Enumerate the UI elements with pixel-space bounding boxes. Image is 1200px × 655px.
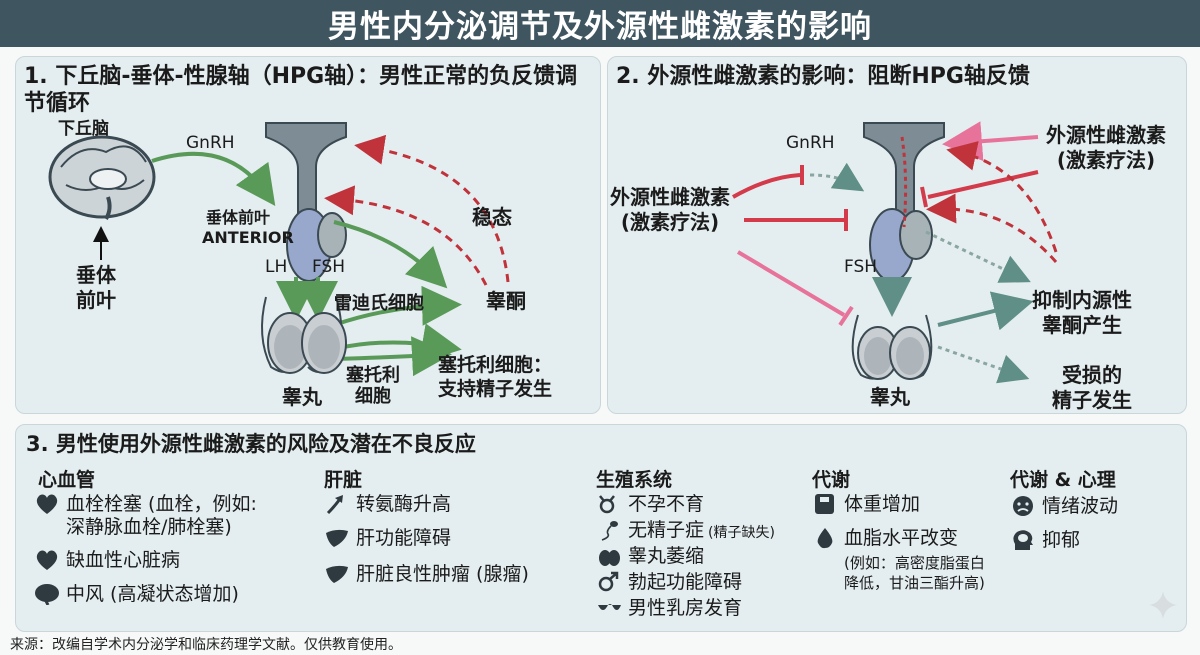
category-reproductive: 生殖系统 xyxy=(596,469,673,491)
breast-icon xyxy=(598,604,621,610)
risk-item: 体重增加 xyxy=(812,493,920,516)
testis-to-suppress-arrow xyxy=(937,291,1034,331)
testis-icon xyxy=(261,296,347,374)
category-cardiovascular: 心血管 xyxy=(38,469,96,491)
lipid-note: (例如：高密度脂蛋白 降低，甘油三酯升高) xyxy=(844,554,985,592)
fsh-label: FSH xyxy=(844,257,878,277)
risk-item: 肝脏良性肿瘤 (腺瘤) xyxy=(324,563,529,586)
risk-item: 不孕不育 xyxy=(596,493,704,516)
male-icon xyxy=(598,571,619,592)
risk-item: 转氨酶升高 xyxy=(324,493,451,516)
risk-item: 肝功能障碍 xyxy=(324,527,451,550)
liver-icon xyxy=(326,529,348,547)
sertoli-arrow xyxy=(333,336,452,377)
risk-item: 情绪波动 xyxy=(1010,495,1118,518)
testis-label: 睾丸 xyxy=(282,385,322,409)
right-block-bar xyxy=(920,186,928,208)
gnrh-arrow xyxy=(151,151,276,207)
feedback-pituitary-arrow xyxy=(926,193,1058,263)
panel-risks: 3. 男性使用外源性雌激素的风险及潜在不良反应 心血管 血栓栓塞 (血栓，例如:… xyxy=(15,424,1187,632)
panel-estrogen-impact: 2. 外源性雌激素的影响：阻断HPG轴反馈 GnRH 外源性雌激素 (激素疗法)… xyxy=(607,56,1187,414)
risk-item: 抑郁 xyxy=(1010,529,1080,552)
risk-item: 勃起功能障碍 xyxy=(596,571,742,594)
sperm-icon xyxy=(601,521,618,541)
category-metabolic-psych: 代谢 & 心理 xyxy=(1010,469,1116,491)
heart-icon xyxy=(36,494,58,514)
testis-to-testosterone-arrow xyxy=(333,285,462,327)
risk-item: 血栓栓塞 (血栓，例如: 深静脉血栓/肺栓塞) xyxy=(34,493,257,539)
impaired-spermatogenesis-label: 受损的 精子发生 xyxy=(1052,363,1132,412)
risk-item: 无精子症 (精子缺失) xyxy=(596,519,775,545)
heart-icon xyxy=(36,550,58,570)
category-liver: 肝脏 xyxy=(324,469,363,491)
panel-hpg-axis: 1. 下丘脑-垂体-性腺轴（HPG轴）：男性正常的负反馈调节循环 下丘脑 GnR… xyxy=(15,56,601,414)
source-note: 来源：改编自学术内分泌学和临床药理学文献。仅供教育使用。 xyxy=(10,637,402,653)
right-block-line xyxy=(927,170,1039,199)
arrow-up-icon xyxy=(326,495,343,515)
brain-icon xyxy=(48,135,156,221)
testis-label: 睾丸 xyxy=(870,385,910,409)
sparkle-icon xyxy=(1149,591,1177,619)
panel2-title: 2. 外源性雌激素的影响：阻断HPG轴反馈 xyxy=(616,64,1030,89)
feedback-to-pituitary-arrow xyxy=(324,185,488,286)
homeostasis-label: 稳态 xyxy=(472,205,512,229)
leydig-label: 雷迪氏细胞 xyxy=(334,293,424,314)
gnrh-weakened-arrow xyxy=(809,162,865,192)
feedback-to-hypothalamus-arrow xyxy=(354,134,510,283)
feedback-hypothalamus-arrow xyxy=(946,141,1058,253)
lh-label: LH xyxy=(265,257,288,277)
scale-icon xyxy=(815,494,834,514)
hypothalamus-label: 下丘脑 xyxy=(58,119,109,139)
suppress-testosterone-label: 抑制内源性 睾酮产生 xyxy=(1032,288,1132,337)
risk-item: 中风 (高凝状态增加) xyxy=(34,583,239,606)
page-title: 男性内分泌调节及外源性雌激素的影响 xyxy=(328,9,872,45)
infertility-icon xyxy=(599,495,615,514)
drop-icon xyxy=(817,528,833,549)
risk-item: 血脂水平改变 xyxy=(812,527,958,550)
risk-item: 缺血性心脏病 xyxy=(34,549,180,572)
leydig-output-arrow xyxy=(333,323,462,363)
liver-icon xyxy=(326,565,348,583)
anterior-en-label: ANTERIOR xyxy=(202,228,294,247)
testis-to-impaired-arrow xyxy=(937,345,1030,384)
fsh-label: FSH xyxy=(312,257,346,277)
sad-face-icon xyxy=(1013,496,1033,516)
exo-estrogen-left-label: 外源性雌激素 (激素疗法) xyxy=(610,185,730,234)
anterior-pituitary-label: 垂体前叶 xyxy=(206,208,271,227)
risk-item: 睾丸萎缩 xyxy=(596,545,704,568)
testis-icon xyxy=(599,550,620,566)
risk-item: 男性乳房发育 xyxy=(596,597,742,620)
hpg-diagram xyxy=(48,122,510,377)
gnrh-block-line xyxy=(732,173,801,199)
brain-icon xyxy=(35,584,59,605)
pituitary-vertical-label: 垂体 前叶 xyxy=(76,263,116,312)
lh-to-leydig-arrow xyxy=(333,220,448,289)
testis-icon xyxy=(851,314,933,380)
sertoli-function-label: 塞托利细胞： 支持精子发生 xyxy=(438,354,553,400)
pituitary-icon xyxy=(863,122,945,282)
head-icon xyxy=(1013,530,1033,550)
panel1-title: 1. 下丘脑-垂体-性腺轴（HPG轴）：男性正常的负反馈调节循环 xyxy=(24,64,578,116)
testis-block-line xyxy=(736,250,846,317)
exo-estrogen-right-label: 外源性雌激素 (激素疗法) xyxy=(1046,123,1166,172)
title-bar: 男性内分泌调节及外源性雌激素的影响 xyxy=(0,0,1200,47)
sertoli-label: 塞托利 细胞 xyxy=(346,365,400,407)
gnrh-label: GnRH xyxy=(786,133,835,153)
testosterone-label: 睾酮 xyxy=(486,289,526,313)
estrogen-diagram xyxy=(732,121,1058,384)
pituitary-to-suppress-arrow xyxy=(925,230,1031,283)
estrogen-to-hypothalamus-arrow xyxy=(942,121,1039,162)
category-metabolic: 代谢 xyxy=(812,469,851,491)
pituitary-icon xyxy=(265,122,347,282)
gnrh-label: GnRH xyxy=(186,133,235,153)
panel3-title: 3. 男性使用外源性雌激素的风险及潜在不良反应 xyxy=(26,432,476,456)
testis-block-bar xyxy=(838,305,854,327)
